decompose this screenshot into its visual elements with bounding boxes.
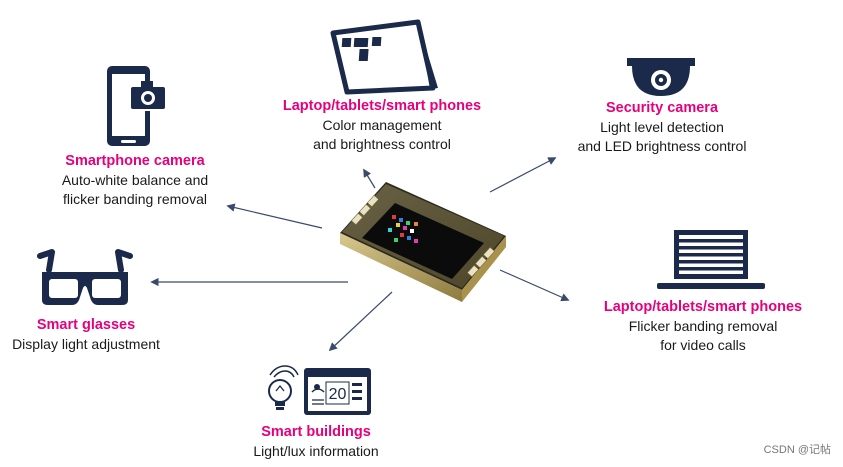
node-desc-line: Light/lux information [253,443,379,459]
sensor-chip-icon [340,182,506,302]
node-desc-line: and LED brightness control [577,138,747,154]
node-title: Smartphone camera [65,153,205,169]
node-laptop-top: Laptop/tablets/smart phones Color manage… [262,97,502,154]
smartphone-camera-icon [107,66,167,146]
node-desc-line: Auto-white balance and [61,172,209,188]
tablet-display-icon [330,19,438,95]
node-desc-line: flicker banding removal [63,191,207,207]
node-smartphone: Smartphone camera Auto-white balance and… [30,152,240,209]
node-laptop-right: Laptop/tablets/smart phones Flicker band… [583,298,823,355]
arrow-to-laptop-top [363,168,376,189]
smart-building-icon: 20 [268,365,371,415]
node-title: Smart buildings [261,424,371,440]
arrow-to-buildings [328,291,393,352]
connector-arrows [150,157,570,352]
3d-glasses-icon [37,249,133,305]
node-desc-line: Flicker banding removal [628,318,778,334]
laptop-icon [657,230,765,289]
node-title: Smart glasses [36,317,136,333]
node-desc-line: for video calls [660,337,746,353]
arrow-to-security [489,157,557,193]
node-security: Security camera Light level detection an… [556,99,768,156]
node-title: Laptop/tablets/smart phones [282,98,482,114]
node-desc-line: Color management [322,117,442,133]
node-glasses: Smart glasses Display light adjustment [0,316,172,354]
watermark: CSDN @记帖 [763,444,831,456]
node-desc-line: Display light adjustment [12,336,160,352]
arrow-to-laptop-right [499,269,570,302]
arrow-to-smartphone [226,203,323,229]
dome-camera-icon [627,58,695,96]
node-desc-line: and brightness control [313,136,451,152]
node-desc-line: Light level detection [600,119,724,135]
thermostat-readout: 20 [329,386,347,403]
node-buildings: Smart buildings Light/lux information [232,423,400,461]
node-title: Laptop/tablets/smart phones [603,299,803,315]
node-title: Security camera [605,100,719,116]
